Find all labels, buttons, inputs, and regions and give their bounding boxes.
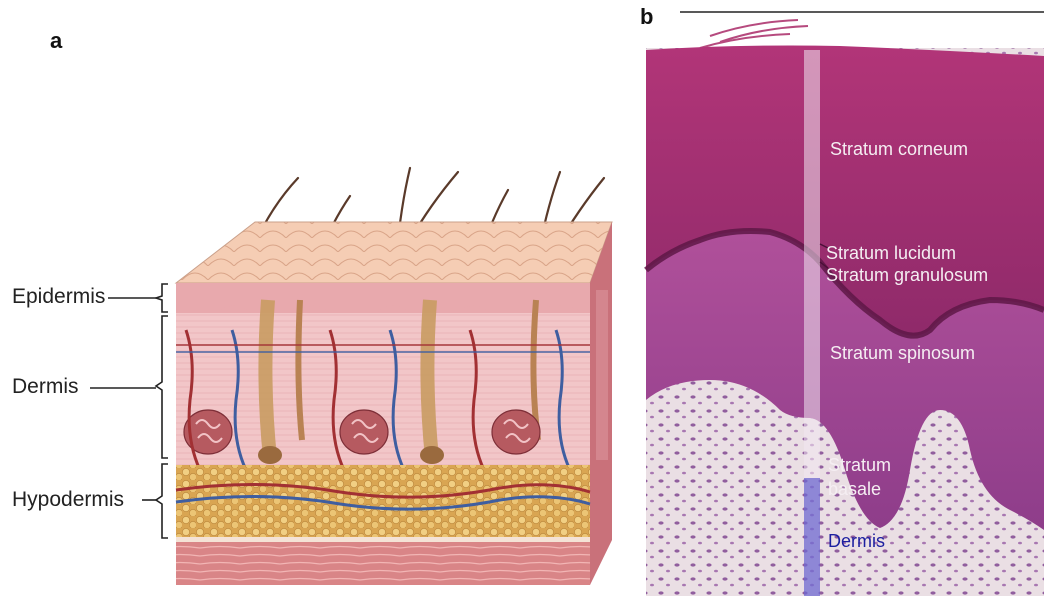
hypodermis-layer (176, 465, 590, 537)
muscle-layer (176, 537, 590, 585)
skin-surface-top (176, 222, 612, 283)
label-dermis: Dermis (12, 375, 79, 399)
label-stratum-spinosum: Stratum spinosum (830, 342, 975, 365)
label-stratum-lucidum: Stratum lucidum (826, 242, 956, 265)
panel-a-skin-illustration: a (0, 0, 640, 596)
histology-micrograph (640, 0, 1044, 596)
dermis-bar (804, 478, 820, 596)
panel-letter-b: b (640, 4, 653, 30)
label-hypodermis: Hypodermis (12, 488, 124, 512)
hypodermis-bracket (142, 464, 168, 538)
label-epidermis: Epidermis (12, 285, 105, 309)
label-stratum-corneum: Stratum corneum (830, 138, 968, 161)
label-stratum-granulosum: Stratum granulosum (826, 264, 988, 287)
dermis-bracket (90, 316, 168, 458)
panel-letter-a: a (50, 28, 62, 54)
label-dermis-histo: Dermis (828, 530, 885, 553)
scale-bar-column (804, 50, 820, 478)
label-stratum-basale-line2: basale (828, 478, 881, 501)
label-stratum-basale-line1: Stratum (828, 454, 891, 477)
epidermis-bracket (108, 284, 168, 312)
panel-b-histology: b (640, 0, 1044, 596)
